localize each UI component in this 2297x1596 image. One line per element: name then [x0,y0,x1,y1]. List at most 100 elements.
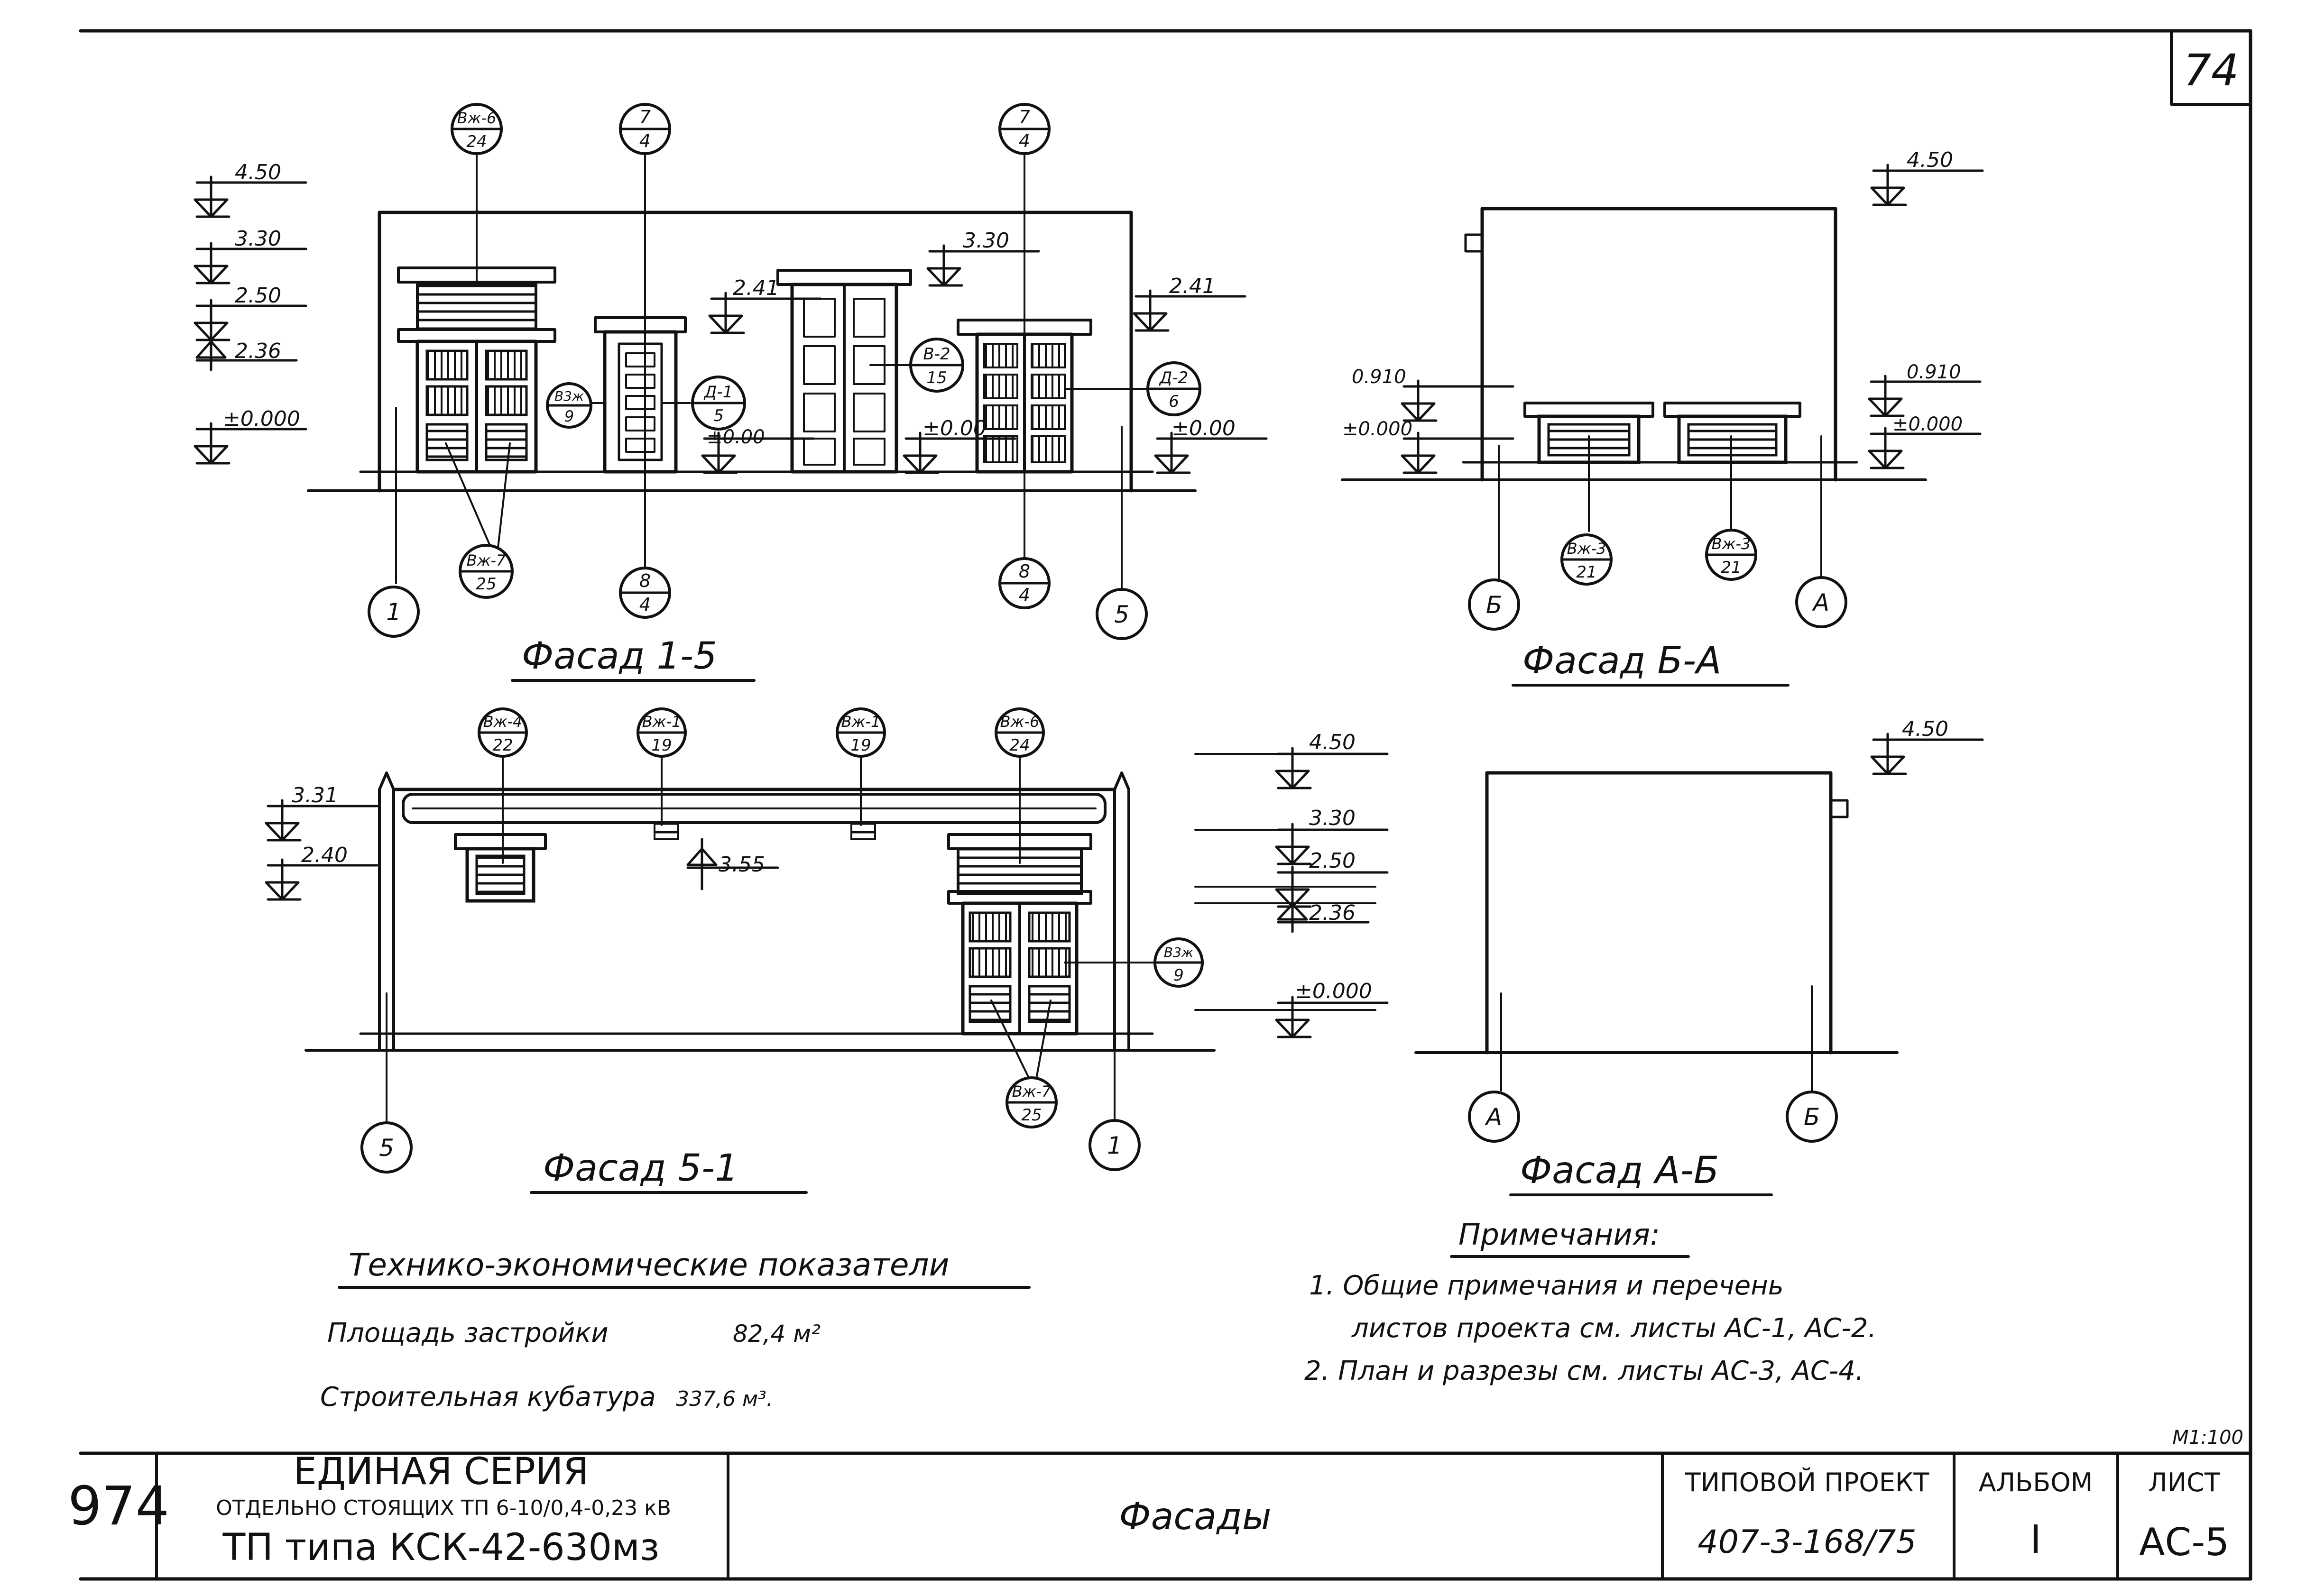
axis-f15-1: 1 [368,586,420,638]
svg-text:4: 4 [1019,585,1030,605]
level-f51-450: 4.50 [1309,730,1356,754]
svg-text:4: 4 [1019,130,1030,151]
svg-text:1: 1 [1107,1132,1122,1159]
svg-text:В3ж: В3ж [1164,945,1193,960]
level-fba-0910b: 0.910 [1907,361,1961,383]
notes: Примечания: 1. Общие примечания и перече… [1304,1217,1876,1386]
svg-text:Б: Б [1804,1103,1820,1131]
level-f15-250: 2.50 [235,284,281,308]
svg-text:Вж-3: Вж-3 [1567,540,1606,558]
facade-b-a-title: Фасад Б-А [1522,640,1721,682]
callout-f51-vzh4: Вж-4 22 [478,707,528,758]
sheet-frame: 74 [79,29,2252,1581]
callout-f51-v3zh: В3ж 9 [1153,937,1204,988]
svg-text:19: 19 [651,736,672,755]
project-label: ТИПОВОЙ ПРОЕКТ [1685,1468,1930,1497]
callout-f15-v2: В-2 15 [909,338,964,393]
svg-text:Вж-1: Вж-1 [642,713,682,731]
svg-text:Вж-6: Вж-6 [1000,713,1040,731]
svg-text:9: 9 [1173,966,1184,985]
level-f15-330: 3.30 [235,227,281,251]
scale: М1:100 [2172,1427,2243,1449]
sheet-number: 74 [2183,45,2239,96]
svg-text:25: 25 [476,575,496,594]
level-fba-000b: ±0.000 [1892,413,1963,435]
level-f15-241a: 2.41 [733,276,779,300]
area-label: Площадь застройки [327,1318,609,1348]
level-f15-450: 4.50 [235,160,281,184]
area-value: 82,4 м² [733,1320,821,1348]
callout-f15-d1: Д-1 5 [691,376,746,431]
note-1: 1. Общие примечания и перечень [1309,1270,1784,1301]
svg-text:Вж-7: Вж-7 [1012,1082,1052,1101]
svg-text:15: 15 [926,368,947,387]
level-fba-450: 4.50 [1907,148,1953,172]
series-line-3: ТП типа КСК-42-630мз [222,1526,660,1569]
facade-a-b-title: Фасад А-Б [1520,1149,1719,1192]
level-f15-0: ±0.000 [223,407,300,431]
svg-text:В3ж: В3ж [554,388,584,404]
svg-text:7: 7 [1019,107,1030,128]
svg-text:Б: Б [1486,591,1502,619]
note-1-cont: листов проекта см. листы АС-1, АС-2. [1351,1313,1876,1344]
axis-fab-a: А [1468,1091,1520,1143]
callout-f51-vzh7: Вж-7 25 [1006,1076,1058,1128]
level-f15-000c: ±0.00 [1172,416,1236,440]
callout-f15-v3zh: В3ж 9 [546,382,592,429]
technical-indicators: Технико-экономические показатели Площадь… [320,1247,1031,1413]
svg-text:4: 4 [639,594,651,615]
svg-text:25: 25 [1021,1106,1042,1125]
project-number: 407-3-168/75 [1697,1523,1916,1561]
svg-text:А: А [1812,589,1829,616]
level-f15-330b: 3.30 [963,229,1009,253]
callout-f51-vzh6: Вж-6 24 [995,707,1045,758]
svg-text:9: 9 [564,407,574,425]
axis-f51-5: 5 [360,1121,413,1174]
svg-text:В-2: В-2 [923,345,950,364]
level-fba-000a: ±0.000 [1342,418,1412,440]
level-f51-240: 2.40 [301,843,348,867]
callout-f51-vzh1b: Вж-1 19 [836,707,886,758]
svg-text:1: 1 [386,598,401,626]
level-f51-330: 3.30 [1309,806,1356,830]
axis-f51-1: 1 [1089,1119,1141,1171]
svg-text:24: 24 [466,132,487,151]
callout-f15-7-4a: 7 4 [619,103,671,155]
level-f51-355: 3.55 [719,853,765,877]
level-fab-450: 4.50 [1902,717,1948,741]
svg-text:Вж-3: Вж-3 [1712,535,1751,553]
svg-text:24: 24 [1009,736,1030,755]
svg-text:5: 5 [379,1134,394,1162]
callout-fba-vzh3b: Вж-3 21 [1705,529,1757,581]
svg-text:21: 21 [1576,563,1596,582]
callout-f15-d2: Д-2 6 [1146,361,1201,416]
level-f51-250: 2.50 [1309,849,1356,873]
album-label: АЛЬБОМ [1979,1468,2093,1497]
facade-5-1: 3.31 2.40 3.55 4.50 3.30 2.50 2.36 ±0.00… [266,707,1387,1194]
svg-text:8: 8 [639,570,651,591]
level-f15-000b: ±0.00 [922,416,987,440]
title-block: М1:100 974 ЕДИНАЯ СЕРИЯ ОТДЕЛЬНО СТОЯЩИХ… [68,1427,2252,1580]
callout-f51-vzh1a: Вж-1 19 [637,707,687,758]
svg-text:8: 8 [1019,561,1030,582]
callout-f15-vzh7: Вж-7 25 [459,544,514,599]
svg-text:Вж-7: Вж-7 [467,551,506,569]
axis-fba-a: А [1795,576,1847,628]
svg-text:21: 21 [1721,558,1741,577]
callout-f15-8-4a: 8 4 [619,567,671,619]
facade-1-5-title: Фасад 1-5 [522,635,717,678]
volume-value: 337,6 м³. [676,1387,773,1411]
album-number: I [2030,1517,2041,1562]
notes-title: Примечания: [1458,1217,1660,1252]
axis-fba-b: Б [1468,578,1520,631]
callout-f15-vzh6: Вж-6 24 [451,103,503,155]
facade-a-b: 4.50 А Б Фасад А-Б [1414,717,1983,1196]
note-2: 2. План и разрезы см. листы АС-3, АС-4. [1304,1356,1864,1386]
callout-fba-vzh3a: Вж-3 21 [1560,533,1613,586]
drawing-number: 974 [68,1476,169,1537]
svg-text:Вж-4: Вж-4 [483,713,523,731]
svg-text:5: 5 [713,406,724,425]
svg-text:5: 5 [1114,601,1129,628]
svg-text:А: А [1485,1103,1502,1131]
